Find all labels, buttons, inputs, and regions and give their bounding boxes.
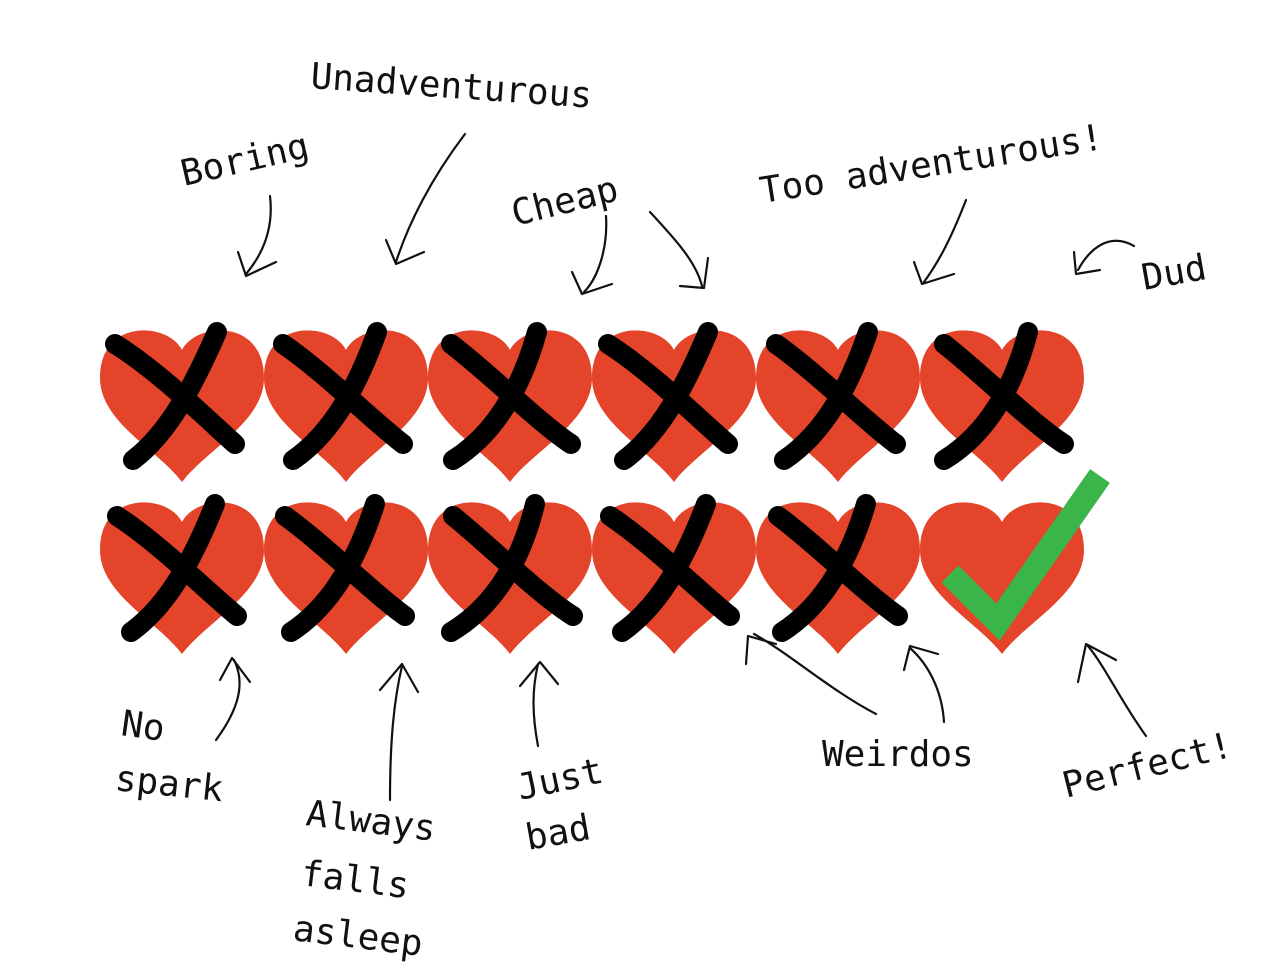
heart-checked <box>920 469 1110 654</box>
label-always-3: asleep <box>291 908 425 965</box>
label-always-2: falls <box>299 853 412 907</box>
x-mark-icon <box>273 322 413 470</box>
x-mark-icon <box>934 322 1074 470</box>
arrows <box>214 132 1148 802</box>
heart-crossed-out <box>920 322 1084 482</box>
label-no-spark-1: No <box>119 703 168 750</box>
arrow-perfect <box>1076 642 1148 738</box>
arrow-no-spark <box>214 656 252 742</box>
x-mark-icon <box>768 494 908 642</box>
label-unadventurous: Unadventurous <box>309 56 593 117</box>
x-mark-icon <box>441 322 581 470</box>
arrow-just-bad <box>518 660 560 748</box>
arrow-boring <box>236 194 278 278</box>
x-mark-icon <box>275 494 415 642</box>
heart-crossed-out <box>264 494 428 654</box>
heart-crossed-out <box>264 322 428 482</box>
label-no-spark-2: spark <box>113 758 225 810</box>
label-too-adventurous: Too adventurous! <box>757 117 1106 212</box>
heart-crossed-out <box>592 322 756 482</box>
x-mark-icon <box>600 494 740 642</box>
label-just-bad-2: bad <box>522 807 593 859</box>
x-mark-icon <box>766 322 906 470</box>
arrow-always <box>378 662 420 802</box>
arrow-too-adventurous <box>912 198 968 286</box>
heart-crossed-out <box>592 494 756 654</box>
heart-crossed-out <box>428 322 592 482</box>
label-always-1: Always <box>304 793 438 850</box>
label-cheap: Cheap <box>507 169 622 235</box>
label-boring: Boring <box>177 126 313 195</box>
x-mark-icon <box>598 322 738 470</box>
heart-crossed-out <box>428 494 592 654</box>
label-just-bad-1: Just <box>513 751 606 809</box>
label-perfect: Perfect! <box>1058 725 1236 807</box>
heart-crossed-out <box>100 322 264 482</box>
x-mark-icon <box>107 494 247 642</box>
arrow-unadventurous <box>384 132 467 266</box>
heart-crossed-out <box>756 494 920 654</box>
arrow-cheap-left <box>570 214 614 296</box>
label-weirdos: Weirdos <box>822 734 974 775</box>
heart-crossed-out <box>756 322 920 482</box>
checkmark-icon <box>941 469 1110 641</box>
arrow-cheap-right <box>648 210 710 290</box>
label-dud: Dud <box>1138 247 1209 299</box>
arrow-dud <box>1072 239 1136 276</box>
hearts-grid <box>100 322 1110 654</box>
heart-crossed-out <box>100 494 264 654</box>
arrow-weirdos-right <box>902 644 946 724</box>
x-mark-icon <box>441 494 583 642</box>
x-mark-icon <box>105 322 245 470</box>
arrow-weirdos-left <box>744 632 878 716</box>
